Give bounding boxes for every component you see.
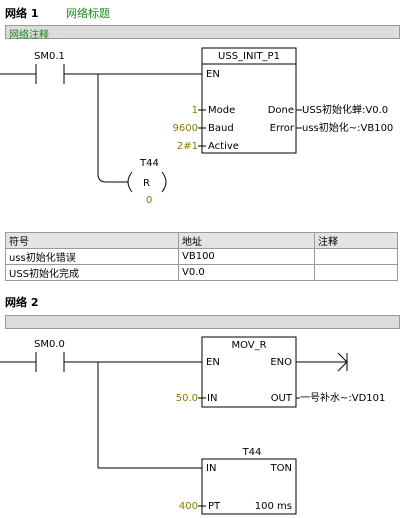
output-error-value[interactable]: uss初始化~:VB100 [302, 121, 393, 134]
coil-type: R [143, 178, 150, 189]
input-mode-pin: Mode [208, 105, 235, 116]
mov-out-value[interactable]: 一号补水~:VD101 [300, 391, 385, 404]
branch-curve [97, 173, 122, 183]
mov-r-name: MOV_R [231, 340, 266, 351]
network1-label: 网络 1 [5, 7, 39, 20]
table-cell[interactable]: V0.0 [178, 264, 315, 281]
mov-in-value[interactable]: 50.0 [176, 393, 198, 404]
network1-ladder: SM0.1 T44 R 0 USS_INIT_P1 EN 1 Mode 9600… [0, 47, 393, 206]
timer-base: 100 ms [255, 501, 292, 512]
contact-sm0-0-label: SM0.0 [34, 339, 65, 350]
network1-comment: 网络注释 [9, 30, 49, 41]
table-row[interactable]: uss初始化错误 VB100 [5, 248, 398, 265]
timer-type: TON [270, 463, 292, 474]
timer-in-pin: IN [206, 463, 216, 474]
timer-address: T44 [242, 447, 262, 458]
table-cell[interactable]: USS初始化完成 [5, 264, 179, 281]
uss-init-block-name: USS_INIT_P1 [218, 51, 280, 62]
col-address[interactable]: 地址 [178, 232, 315, 249]
symbol-table-header: 符号 地址 注释 [5, 232, 398, 249]
contact-sm0-0[interactable] [35, 352, 65, 372]
col-comment[interactable]: 注释 [314, 232, 398, 249]
input-active-value[interactable]: 2#1 [177, 141, 198, 152]
input-baud-pin: Baud [208, 123, 234, 134]
mov-in-pin: IN [207, 393, 217, 404]
mov-r-en: EN [206, 357, 220, 368]
input-active-pin: Active [208, 141, 239, 152]
input-mode-value[interactable]: 1 [192, 105, 198, 116]
contact-sm0-1-label: SM0.1 [34, 51, 65, 62]
mov-r-block[interactable] [201, 336, 297, 408]
table-cell[interactable] [314, 264, 398, 281]
output-error-pin: Error [270, 123, 295, 134]
timer-pt-pin: PT [208, 501, 221, 512]
timer-block[interactable] [201, 458, 297, 515]
network2-label: 网络 2 [5, 296, 39, 309]
network1-title[interactable]: 网络标题 [66, 7, 110, 20]
symbol-table: 符号 地址 注释 uss初始化错误 VB100 USS初始化完成 V0.0 [5, 232, 398, 281]
timer-pt-value[interactable]: 400 [179, 501, 198, 512]
output-done-pin: Done [268, 105, 294, 116]
coil-address: T44 [139, 158, 159, 169]
uss-init-block[interactable] [201, 47, 297, 154]
input-baud-value[interactable]: 9600 [173, 123, 198, 134]
coil-count: 0 [146, 195, 152, 206]
uss-init-en: EN [206, 69, 220, 80]
mov-out-pin: OUT [271, 393, 293, 404]
output-done-value[interactable]: USS初始化蝉:V0.0 [302, 103, 388, 116]
table-row[interactable]: USS初始化完成 V0.0 [5, 264, 398, 281]
mov-r-eno: ENO [270, 357, 292, 368]
